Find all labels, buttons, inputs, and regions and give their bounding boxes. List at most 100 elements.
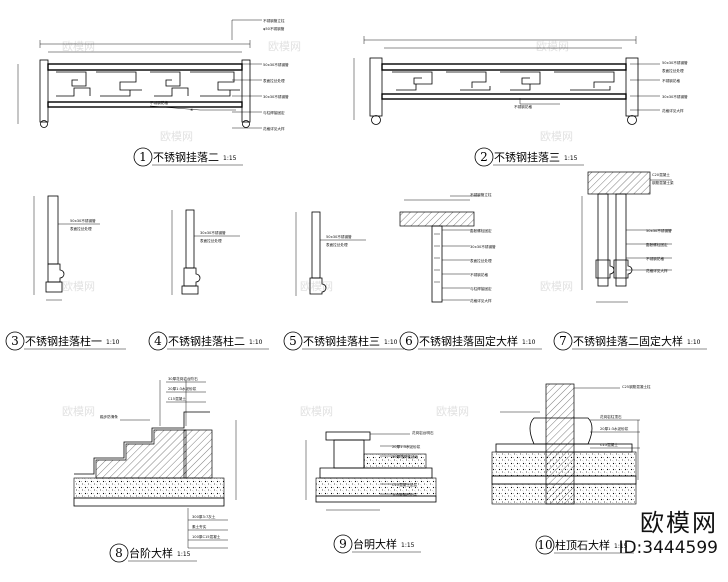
svg-text:花格详见大样: 花格详见大样 (263, 126, 285, 131)
watermark-11: 欧模网 (436, 405, 469, 418)
svg-text:膨胀螺栓固定: 膨胀螺栓固定 (646, 242, 668, 247)
drawing-number: 7 (559, 334, 567, 348)
svg-text:30x30不锈钢管: 30x30不锈钢管 (470, 244, 496, 249)
drawing-title: 不锈钢挂落固定大样 (419, 334, 518, 348)
drawing-1-railing: 不锈钢管立柱 φ50不锈钢管 50x30不锈钢管 表面拉丝处理 30x30不锈钢… (17, 18, 289, 131)
drawing-number-circle (474, 147, 494, 167)
watermark-1: 欧模网 (62, 40, 95, 53)
svg-text:20厚1:3水泥砂浆: 20厚1:3水泥砂浆 (168, 386, 197, 391)
svg-text:不锈钢管立柱: 不锈钢管立柱 (263, 18, 285, 23)
drawing-number: 9 (339, 537, 347, 551)
drawing-scale: 1:10 (106, 339, 120, 346)
drawing-number-circle (283, 331, 303, 351)
drawing-number-circle (333, 534, 353, 554)
drawing-6-fixing: 不锈钢管立柱 膨胀螺栓固定 30x30不锈钢管 表面拉丝处理 不锈钢花格 与柱焊… (399, 192, 496, 303)
watermark-6: 欧模网 (62, 280, 95, 293)
drawing-title: 不锈钢挂落二固定大样 (573, 334, 683, 348)
drawing-scale: 1:10 (687, 339, 701, 346)
watermark-9: 欧模网 (62, 405, 95, 418)
drawing-number: 3 (11, 334, 19, 348)
svg-text:100厚C15混凝土: 100厚C15混凝土 (192, 534, 221, 539)
drawing-title: 台阶大样 (129, 546, 173, 560)
drawing-number: 5 (289, 334, 297, 348)
svg-text:20厚1:3水泥砂浆: 20厚1:3水泥砂浆 (392, 444, 421, 449)
svg-text:C20混凝土: C20混凝土 (652, 172, 670, 177)
svg-text:50x30不锈钢管: 50x30不锈钢管 (646, 228, 672, 233)
svg-text:与柱焊接固定: 与柱焊接固定 (470, 286, 492, 291)
drawing-2-railing: 50x30不锈钢管 表面拉丝处理 不锈钢花格 30x30不锈钢管 花格详见大样 … (353, 36, 688, 125)
svg-text:不锈钢花格: 不锈钢花格 (470, 272, 488, 277)
drawing-5-column: 50x30不锈钢管 表面拉丝处理 (295, 211, 366, 296)
watermark-4: 欧模网 (160, 130, 193, 143)
drawing-number-circle (5, 331, 25, 351)
svg-text:素土夯实: 素土夯实 (192, 524, 207, 529)
svg-text:100厚碎石垫层: 100厚碎石垫层 (392, 492, 417, 497)
svg-text:花格详见大样: 花格详见大样 (646, 268, 668, 273)
watermark-3: 欧模网 (536, 40, 569, 53)
svg-text:不锈钢花格: 不锈钢花格 (662, 78, 680, 83)
svg-text:花格详见大样: 花格详见大样 (662, 108, 684, 113)
drawing-title: 不锈钢挂落三 (494, 150, 560, 164)
svg-text:300厚3:7灰土: 300厚3:7灰土 (192, 514, 216, 519)
drawing-number-circle (148, 331, 168, 351)
drawing-title-7: 7 不锈钢挂落二固定大样 1:10 (553, 331, 707, 351)
drawing-8-steps: 30厚花岗岩台阶石 20厚1:3水泥砂浆 C15混凝土 300厚3:7灰土 素土… (73, 376, 237, 549)
drawing-10-base: C25钢筋混凝土柱 花岗岩柱顶石 20厚1:3水泥砂浆 C15混凝土 (491, 383, 651, 505)
drawing-3-column: 50x30不锈钢管 表面拉丝处理 (33, 195, 100, 301)
svg-text:不锈钢花格: 不锈钢花格 (150, 100, 168, 105)
svg-text:表面拉丝处理: 表面拉丝处理 (200, 238, 222, 243)
svg-text:不锈钢管立柱: 不锈钢管立柱 (470, 192, 492, 197)
svg-text:50x30不锈钢管: 50x30不锈钢管 (263, 62, 289, 67)
drawing-title: 台明大样 (353, 537, 397, 551)
drawing-number: 2 (480, 150, 488, 164)
drawing-number: 1 (139, 150, 147, 164)
drawing-number: 8 (115, 546, 123, 560)
drawing-title: 不锈钢挂落柱一 (25, 334, 102, 348)
drawing-scale: 1:10 (384, 339, 398, 346)
svg-text:表面拉丝处理: 表面拉丝处理 (662, 68, 684, 73)
svg-text:花岗岩台明石: 花岗岩台明石 (412, 430, 434, 435)
svg-text:φ50不锈钢管: φ50不锈钢管 (263, 26, 285, 31)
drawing-7-fixing: C20混凝土 钢筋混凝土梁 50x30不锈钢管 膨胀螺栓固定 不锈钢花格 花格详… (581, 171, 674, 303)
svg-text:50x30不锈钢管: 50x30不锈钢管 (70, 218, 96, 223)
svg-text:不锈钢花格: 不锈钢花格 (646, 256, 664, 261)
svg-text:C15混凝土: C15混凝土 (600, 442, 618, 447)
watermark-10: 欧模网 (300, 405, 333, 418)
svg-text:膨胀螺栓固定: 膨胀螺栓固定 (470, 228, 492, 233)
drawing-title-8: 8 台阶大样 1:15 (109, 543, 197, 563)
svg-text:C25钢筋混凝土柱: C25钢筋混凝土柱 (622, 384, 651, 389)
drawing-number-circle (553, 331, 573, 351)
svg-text:C15混凝土垫层: C15混凝土垫层 (392, 482, 417, 487)
watermark-7: 欧模网 (300, 280, 333, 293)
svg-text:花格详见大样: 花格详见大样 (470, 298, 492, 303)
watermark-2: 欧模网 (268, 40, 301, 53)
drawing-number: 6 (405, 334, 413, 348)
drawing-title: 不锈钢挂落柱三 (303, 334, 380, 348)
drawing-scale: 1:15 (177, 551, 191, 558)
svg-text:踏步防滑条: 踏步防滑条 (100, 414, 118, 419)
svg-text:20厚1:3水泥砂浆: 20厚1:3水泥砂浆 (600, 426, 629, 431)
watermarks: 欧模网 欧模网 欧模网 欧模网 欧模网 欧模网 欧模网 欧模网 欧模网 欧模网 … (62, 40, 573, 418)
svg-text:不锈钢花格: 不锈钢花格 (514, 104, 532, 109)
drawing-title: 柱顶石大样 (555, 538, 610, 552)
drawing-4-column: 30x30不锈钢管 表面拉丝处理 (171, 209, 240, 295)
drawing-number-circle (399, 331, 419, 351)
svg-text:30x30不锈钢管: 30x30不锈钢管 (263, 94, 289, 99)
svg-text:表面拉丝处理: 表面拉丝处理 (326, 242, 348, 247)
svg-text:30厚花岗岩台阶石: 30厚花岗岩台阶石 (168, 376, 198, 381)
svg-text:与柱焊接固定: 与柱焊接固定 (263, 110, 285, 115)
drawing-title-5: 5 不锈钢挂落柱三 1:10 (283, 331, 404, 351)
svg-text:⑥: ⑥ (190, 108, 194, 112)
drawing-scale: 1:10 (249, 339, 263, 346)
drawing-scale: 1:15 (223, 155, 237, 162)
drawing-number: 10 (537, 538, 552, 552)
svg-text:花岗岩柱顶石: 花岗岩柱顶石 (600, 414, 622, 419)
svg-text:表面拉丝处理: 表面拉丝处理 (70, 226, 92, 231)
drawing-scale: 1:15 (614, 543, 628, 550)
